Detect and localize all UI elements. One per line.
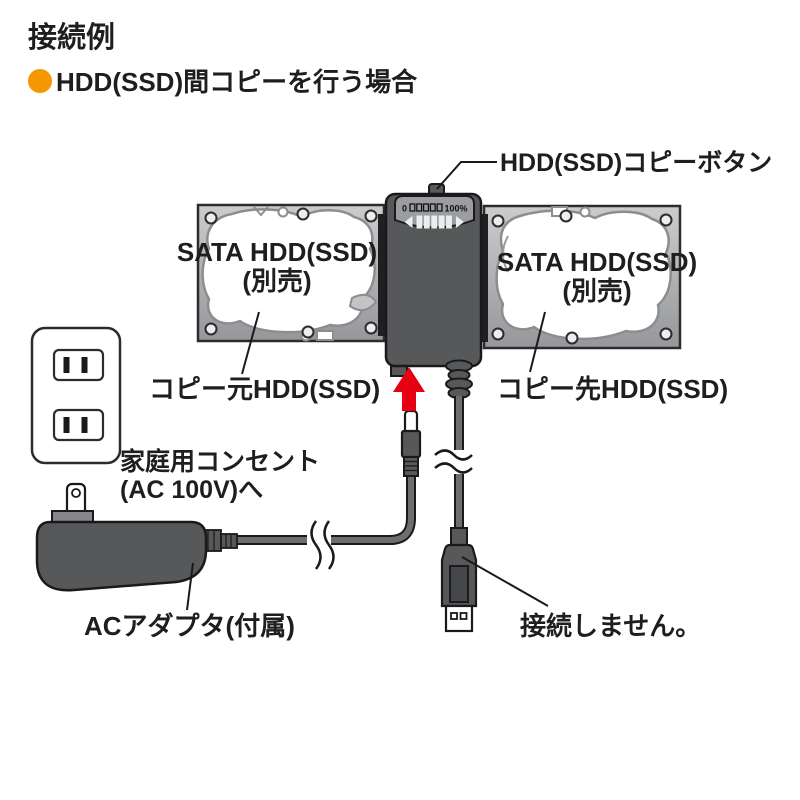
meter-max-label: 100% — [445, 204, 468, 214]
cable-strain-relief-rings — [445, 359, 473, 399]
leader-source-hdd — [241, 311, 260, 375]
ac-adapter — [35, 482, 238, 592]
section-heading: HDD(SSD)間コピーを行う場合 — [28, 62, 417, 99]
cable-break-marks — [310, 520, 335, 570]
adapter-body — [35, 520, 208, 592]
dc-plug — [400, 409, 422, 477]
insert-direction-arrow-icon — [393, 367, 425, 411]
outlet-label: 家庭用コンセント (AC 100V)へ — [120, 448, 320, 504]
copy-device: 0 100% — [384, 183, 483, 377]
leader-dest-hdd — [529, 311, 546, 373]
dc-plug-tip — [403, 409, 419, 435]
dc-plug-barrel — [400, 429, 422, 459]
left-hdd-caption-line1: SATA HDD(SSD) — [176, 237, 378, 267]
meter-left-arrow-icon — [404, 216, 413, 228]
leader-lines — [186, 161, 549, 611]
leader-usb-note — [461, 556, 549, 607]
outlet-label-line2: (AC 100V)へ — [120, 476, 264, 504]
ac-adapter-label: ACアダプタ(付属) — [84, 611, 295, 641]
leader-copy-button — [436, 161, 497, 190]
right-hdd-caption: SATA HDD(SSD) (別売) — [496, 247, 698, 307]
left-hdd-platter-outline — [201, 208, 376, 334]
copy-button-label: HDD(SSD)コピーボタン — [500, 149, 773, 177]
left-hdd-caption: SATA HDD(SSD) (別売) — [176, 237, 378, 297]
meter-right-arrow-icon — [455, 216, 464, 228]
device-body — [384, 192, 483, 368]
page-title: 接続例 — [28, 22, 116, 54]
usb-connector — [440, 527, 478, 633]
usb-metal-shell — [444, 604, 474, 633]
outlet-label-line1: 家庭用コンセント — [120, 448, 321, 476]
dest-hdd-label: コピー先HDD(SSD) — [497, 374, 729, 404]
power-cable — [236, 477, 416, 570]
section-heading-text: HDD(SSD)間コピーを行う場合 — [56, 67, 418, 97]
right-hdd-caption-line1: SATA HDD(SSD) — [496, 247, 698, 277]
wall-outlet — [30, 326, 122, 465]
cable-break-marks — [434, 449, 473, 474]
usb-note-label: 接続しません。 — [520, 611, 702, 641]
progress-bars — [404, 215, 464, 229]
right-hdd-screws — [491, 209, 673, 345]
left-hdd-caption-line2: (別売) — [242, 266, 312, 297]
left-hdd-screws — [204, 207, 378, 339]
meter-min-label: 0 — [402, 204, 407, 214]
orange-bullet-icon — [28, 68, 52, 93]
left-sata-connector — [378, 214, 388, 336]
right-hdd-illustration — [482, 204, 682, 350]
usb-cable — [434, 359, 473, 529]
right-hdd-platter-outline — [495, 209, 672, 341]
right-hdd-caption-line2: (別売) — [562, 276, 632, 307]
source-hdd-label: コピー元HDD(SSD) — [149, 374, 381, 404]
left-hdd-illustration — [196, 203, 386, 343]
adapter-cable-boot — [202, 529, 238, 552]
progress-meter-scale: 0 100% — [402, 203, 468, 214]
leader-ac-adapter — [186, 562, 194, 611]
